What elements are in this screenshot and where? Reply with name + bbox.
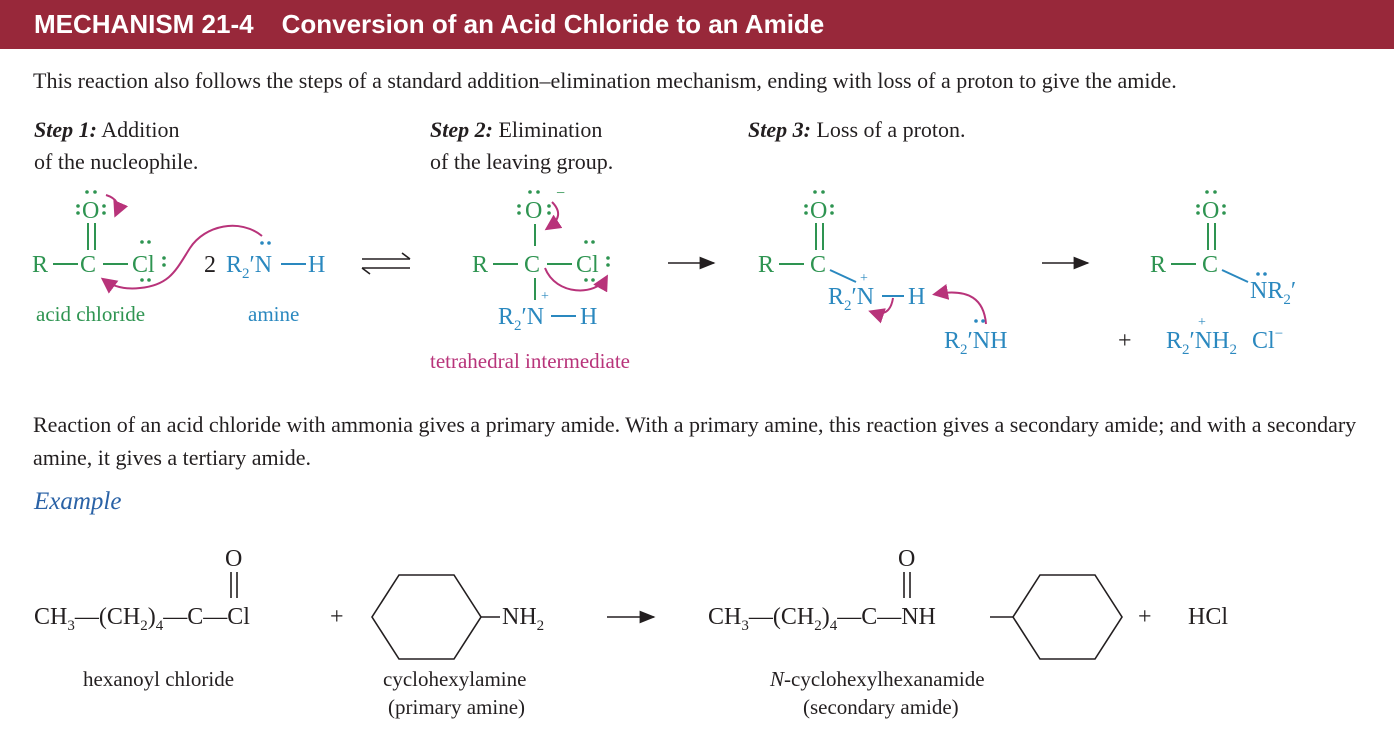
tetrahedral-intermediate: R C Cl O − + R2′N H tetrahedral intermed… bbox=[430, 185, 630, 373]
step-1-label: Step 1: bbox=[34, 117, 97, 142]
amide-nitrogen: NR2′ bbox=[1250, 278, 1296, 308]
mechanism-number: MECHANISM 21-4 bbox=[34, 9, 254, 39]
example-reaction: O CH3—(CH2)4—C—Cl + NH2 O CH3—(CH2)4—C—N… bbox=[34, 546, 1228, 719]
step-2: Step 2: Elimination of the leaving group… bbox=[430, 114, 613, 178]
intermediate-minus: − bbox=[556, 185, 565, 202]
intermediate-C: C bbox=[524, 252, 540, 278]
reactant1-label: hexanoyl chloride bbox=[83, 667, 234, 691]
step-2-line2: of the leaving group. bbox=[430, 149, 614, 174]
reactant2-formula: NH2 bbox=[502, 604, 544, 634]
example-plus-1: + bbox=[330, 604, 344, 630]
svg-text:+: + bbox=[1198, 315, 1206, 330]
product-oxygen: O bbox=[898, 546, 915, 572]
acid-chloride-C: C bbox=[80, 252, 96, 278]
intermediate-Cl: Cl bbox=[576, 252, 599, 278]
protonated-H: H bbox=[908, 284, 925, 310]
protonated-R: R bbox=[758, 252, 774, 278]
step-3: Step 3: Loss of a proton. bbox=[748, 114, 966, 146]
step-2-line1: Elimination bbox=[498, 117, 603, 142]
step-3-label: Step 3: bbox=[748, 117, 811, 142]
nucleophile-arrow bbox=[100, 224, 263, 294]
free-amine: R2′NH bbox=[944, 328, 1007, 358]
step-3-line1: Loss of a proton. bbox=[816, 117, 966, 142]
reactant1-formula: CH3—(CH2)4—C—Cl bbox=[34, 604, 250, 634]
intro-text: This reaction also follows the steps of … bbox=[33, 68, 1177, 93]
step-1-line1: Addition bbox=[101, 117, 180, 142]
ammonium: R2′NH2 bbox=[1166, 328, 1237, 358]
acid-chloride-label: acid chloride bbox=[36, 302, 145, 326]
acid-chloride-R: R bbox=[32, 252, 48, 278]
lone-pairs bbox=[76, 190, 166, 282]
step-1-line2: of the nucleophile. bbox=[34, 149, 199, 174]
equilibrium-arrow bbox=[361, 252, 411, 275]
mechanism-header: MECHANISM 21-4 Conversion of an Acid Chl… bbox=[0, 0, 1394, 49]
mechanism-title: Conversion of an Acid Chloride to an Ami… bbox=[281, 9, 825, 39]
example-plus-2: + bbox=[1138, 604, 1152, 630]
step-2-label: Step 2: bbox=[430, 117, 493, 142]
amide-R: R bbox=[1150, 252, 1166, 278]
intermediate-R: R bbox=[472, 252, 488, 278]
protonated-C: C bbox=[810, 252, 826, 278]
chloride-ion: Cl− bbox=[1252, 326, 1283, 354]
amine-H: H bbox=[308, 252, 325, 278]
svg-text:+: + bbox=[541, 289, 549, 304]
curved-arrow bbox=[105, 194, 129, 218]
amide-O: O bbox=[1202, 198, 1219, 224]
product-label-line1: N-cyclohexylhexanamide bbox=[769, 667, 985, 691]
amine-label: amine bbox=[248, 302, 299, 326]
protonated-amine: R2′N bbox=[828, 284, 874, 314]
cyclohexane-ring-1 bbox=[371, 574, 482, 660]
byproduct-hcl: HCl bbox=[1188, 604, 1228, 630]
amide-product: R C O NR2′ + + R2′NH2 Cl− bbox=[1118, 190, 1296, 358]
svg-text:+: + bbox=[860, 271, 868, 286]
example-heading: Example bbox=[34, 488, 122, 515]
product-formula: CH3—(CH2)4—C—NH bbox=[708, 604, 936, 634]
step-1: Step 1: Addition of the nucleophile. bbox=[34, 114, 198, 178]
product-label-line2: (secondary amide) bbox=[803, 695, 959, 719]
cyclohexane-ring-2 bbox=[1012, 574, 1123, 660]
intermediate-label: tetrahedral intermediate bbox=[430, 349, 630, 373]
amide-C: C bbox=[1202, 252, 1218, 278]
body-text: Reaction of an acid chloride with ammoni… bbox=[33, 412, 1357, 470]
acid-chloride-structure: R C Cl O 2 R2′N H acid chloride amine bbox=[32, 190, 325, 326]
acid-chloride-O: O bbox=[82, 198, 99, 224]
intermediate-amine: R2′N bbox=[498, 304, 544, 334]
intermediate-O: O bbox=[525, 198, 542, 224]
protonated-amide: R C O + R2′N H R2′NH bbox=[758, 190, 1007, 358]
reactant2-label-line1: cyclohexylamine bbox=[383, 667, 526, 691]
acid-chloride-Cl: Cl bbox=[132, 252, 155, 278]
amine-coefficient: 2 bbox=[204, 252, 216, 278]
reactant2-label-line2: (primary amine) bbox=[388, 695, 525, 719]
protonated-O: O bbox=[810, 198, 827, 224]
byproduct-plus: + bbox=[1118, 328, 1132, 354]
intermediate-H: H bbox=[580, 304, 597, 330]
amine-formula-left: R2′N bbox=[226, 252, 272, 282]
reactant1-oxygen: O bbox=[225, 546, 242, 572]
